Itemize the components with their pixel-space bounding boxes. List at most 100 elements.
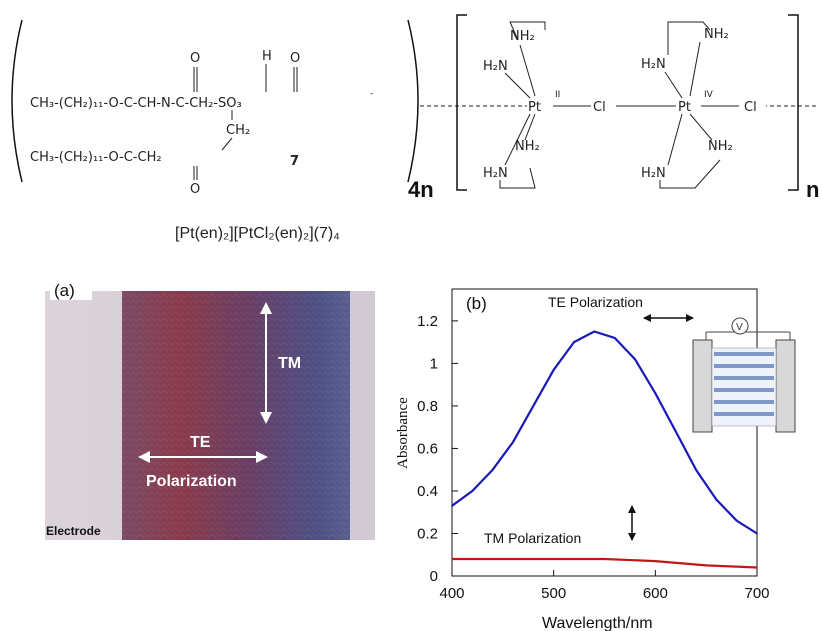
- series-line-0: [451, 330, 758, 535]
- panel-a-label-bg: [50, 278, 92, 300]
- close-parenthesis: [407, 19, 419, 183]
- series-0-point: [654, 392, 657, 394]
- pt2-nh2-top: NH₂: [510, 29, 535, 44]
- te-polarization-annotation: TE Polarization: [548, 294, 643, 310]
- multiplier-n: n: [806, 177, 819, 202]
- film-texture: [122, 291, 350, 540]
- svg-text:V: V: [736, 322, 743, 333]
- platinum-chain-structure: n Pt II NH₂ H₂N NH₂ H₂N Cl Pt IV NH₂ H₂N…: [456, 14, 819, 202]
- series-0-point: [735, 519, 738, 522]
- y-tick-label: 0.8: [417, 398, 438, 415]
- bridging-cl: Cl: [593, 100, 606, 115]
- pt2-h2n-top: H₂N: [483, 59, 508, 74]
- tm-label: TM: [278, 355, 301, 372]
- tm-annotation-arrowhead-down: [628, 533, 636, 541]
- close-bracket: [788, 14, 799, 191]
- chain-top-text: CH₃-(CH₂)₁₁-O-C-CH-N-C-CH₂-SO₃: [30, 96, 242, 111]
- pt2-ethylene-bottom: [499, 167, 536, 189]
- data-series: [451, 330, 758, 569]
- pt4-nh2-bottom: NH₂: [708, 139, 733, 154]
- tm-arrow-head-down: [260, 412, 272, 424]
- voltage-cell-icon: V: [692, 317, 796, 433]
- pt2-bond-3: [524, 113, 536, 141]
- cl2-mask: [742, 98, 766, 114]
- y-tick-label: 0: [430, 568, 438, 585]
- series-0-point: [512, 441, 514, 443]
- tm-polarization-annotation: TM Polarization: [484, 530, 581, 546]
- series-0-point: [573, 341, 575, 343]
- ch2-bond: [221, 137, 233, 151]
- y-axis-label: Absorbance: [395, 397, 411, 469]
- pt4-atom: Pt: [678, 100, 691, 115]
- series-0-point: [674, 430, 677, 433]
- pt4-nh2-top: NH₂: [704, 27, 729, 42]
- pt2-mask: [527, 98, 551, 114]
- pt2-bond-1: [519, 44, 536, 97]
- series-0-point: [634, 358, 636, 360]
- pt4-bond-3: [689, 113, 713, 141]
- series-0-point: [451, 505, 453, 507]
- pt4-oxidation: IV: [704, 90, 714, 100]
- series-1-point: [705, 564, 707, 567]
- carbonyl-oxygen-1: O: [190, 51, 200, 66]
- electrode-right: [350, 291, 375, 540]
- panel-a-label: (a): [54, 281, 75, 300]
- sulfonate-charge: -: [370, 89, 373, 99]
- series-1-point: [451, 558, 453, 560]
- polarization-label: Polarization: [146, 473, 237, 490]
- carbonyl-oxygen-3: O: [190, 182, 200, 197]
- y-tick-label: 0.2: [417, 525, 438, 542]
- electrode-left: [45, 291, 122, 540]
- pt2-h2n-bottom: H₂N: [483, 166, 508, 181]
- y-tick-label: 1: [430, 355, 438, 372]
- y-tick-label: 0.4: [417, 483, 438, 500]
- series-line-1: [452, 557, 758, 569]
- pt2-bond-4: [504, 113, 531, 166]
- pt2-ethylene-top: [509, 21, 546, 41]
- series-0-point: [695, 468, 697, 471]
- pt4-ethylene-bottom: [659, 159, 721, 189]
- pt4-h2n-top: H₂N: [641, 57, 666, 72]
- multiplier-4n: 4n: [408, 177, 434, 202]
- series-1-point: [654, 560, 657, 562]
- series-0-point: [593, 330, 596, 333]
- open-bracket: [456, 14, 467, 191]
- plot-frame: [451, 288, 758, 577]
- y-tick-label: 1.2: [417, 313, 438, 330]
- chain-bottom-text: CH₃-(CH₂)₁₁-O-C-CH₂: [30, 150, 162, 165]
- tm-annotation-arrowhead-up: [628, 505, 636, 513]
- pt4-bond-4: [667, 113, 683, 166]
- series-1-point: [502, 558, 504, 560]
- series-0-point: [471, 490, 474, 492]
- panel-a: (a) TM TE Polarization Electrode: [45, 278, 375, 540]
- tm-arrow-head-up: [260, 302, 272, 314]
- amphiphile-structure: CH₃-(CH₂)₁₁-O-C-CH-N-C-CH₂-SO₃ - O H O C…: [11, 19, 434, 202]
- te-annotation-arrowhead-right: [686, 314, 694, 322]
- compound-number: 7: [290, 154, 299, 169]
- pt2-nh2-bottom: NH₂: [515, 139, 540, 154]
- panel-b-label: (b): [466, 294, 487, 313]
- carbonyl-oxygen-2: O: [290, 51, 300, 66]
- ch2-middle: CH₂: [226, 123, 250, 138]
- cl1-mask: [591, 98, 615, 114]
- open-parenthesis: [11, 19, 23, 183]
- pt4-bond-2: [664, 71, 683, 99]
- te-arrow-head-left: [138, 451, 150, 463]
- terminal-cl: Cl: [744, 100, 757, 115]
- series-0-point: [613, 337, 616, 339]
- te-annotation-arrowhead-left: [643, 314, 651, 322]
- series-0-point: [532, 405, 535, 407]
- y-tick-label: 0.6: [417, 440, 438, 457]
- pt4-bond-1: [689, 41, 701, 97]
- series-1-point: [756, 566, 758, 569]
- electrode-label: Electrode: [46, 524, 101, 538]
- pt4-h2n-bottom: H₂N: [641, 166, 666, 181]
- pt2-oxidation: II: [555, 90, 560, 100]
- x-axis-label: Wavelength/nm: [542, 615, 653, 631]
- te-label: TE: [190, 434, 211, 451]
- series-1-point: [603, 558, 606, 560]
- x-tick-label: 600: [643, 585, 668, 602]
